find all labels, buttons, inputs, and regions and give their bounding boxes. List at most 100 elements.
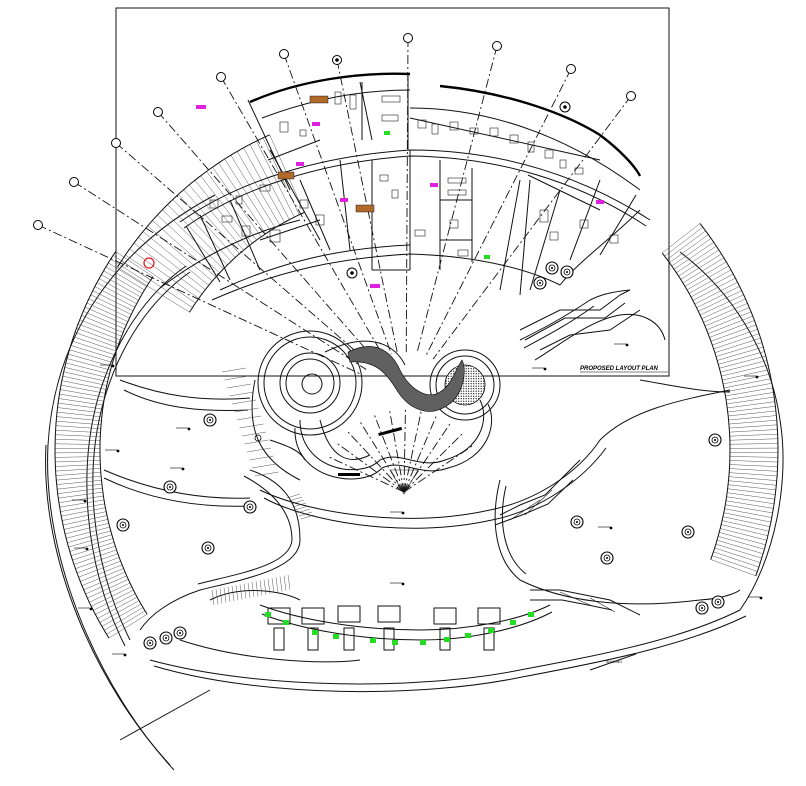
tree-symbol-icon [566,271,568,273]
central-plaza [251,330,501,481]
hatch-line [686,265,729,291]
green-marker [333,634,339,639]
green-marker [528,612,534,617]
kiosk [377,605,401,623]
compass-marker-icon [350,271,354,275]
stair-tread [298,511,313,517]
hatch-line [115,251,154,277]
hatch-line [62,375,107,386]
hatch-line [230,155,276,228]
hatch-line [55,460,101,463]
hatch-line [104,607,144,631]
green-marker [265,612,271,617]
hatch-line [55,439,101,441]
fixture [221,215,233,223]
fixture [447,189,467,196]
hatch-line [73,336,117,352]
stair-tread [211,589,215,606]
hatch-line [87,579,129,599]
hatch-line [224,158,271,231]
hatch-line [133,242,203,295]
left-seating-strip [54,251,154,639]
level-tag [83,499,87,503]
hatch-line [249,144,290,220]
fan-ray [373,412,405,493]
hatch-line [669,234,709,263]
hatch-line [56,480,102,485]
hatch-line [709,320,755,338]
hatch-line [719,532,766,545]
stair-tread [244,439,269,445]
green-marker [283,620,289,625]
fixture [379,174,389,182]
hatch-line [58,398,104,406]
stair-tread [236,415,262,421]
hatch-line [710,324,757,342]
grid-line [157,111,377,362]
stair-tread [251,463,277,469]
hatch-line [66,526,110,539]
hatch-line [142,231,209,286]
hatch-line [80,564,123,582]
hatch-line [56,416,102,422]
hatch-line [61,380,107,390]
hatch-line [157,214,220,274]
hatch-line [713,333,760,350]
fixture [417,119,427,129]
compass-marker-icon [335,58,339,62]
hatch-line [726,392,774,401]
stair-tread [247,582,251,598]
hatch-line [729,433,778,437]
hatch-line [59,393,104,402]
stair-tread [239,584,243,600]
hatch-line [62,515,108,526]
hatch-line [68,534,112,548]
hatch-line [715,342,763,357]
hatch-line [97,596,138,619]
kiosk [477,607,501,625]
stair-tread [219,588,223,604]
hatch-line [729,460,778,463]
right-seating-strip [661,223,779,577]
hatch-line [206,171,257,241]
grid-line [336,59,399,355]
plaza-stairs [211,367,315,606]
tree-symbol-icon [146,639,154,647]
room-fixtures [209,91,619,257]
hatch-line [688,269,732,294]
hatch-line [189,184,244,251]
tree-symbol-icon [166,483,174,491]
hatch-line [88,298,130,319]
stair-tread [215,589,219,605]
stair-tread [255,581,259,597]
hatch-line [105,266,145,291]
hatch-line [718,536,765,550]
hatch-line [728,410,776,417]
tree-symbol-icon [206,416,214,424]
top-left-hatched-fan [116,134,305,313]
tree-symbol-icon [122,524,124,526]
tree-symbol-icon [204,544,212,552]
grid-line [416,45,498,354]
grid-line [73,181,367,370]
hatch-line [138,237,206,290]
hatch-line [147,225,213,282]
level-tag [85,547,89,551]
drawing-title: PROPOSED LAYOUT PLAN [580,366,659,372]
green-marker [420,640,426,645]
hatch-line [727,492,775,500]
stair-tread [263,579,267,595]
hatch-line [725,387,773,397]
green-marker [392,640,398,645]
hatch-line [64,367,109,379]
hatch-line [62,511,107,521]
hatch-edge [661,252,731,560]
drawing-frame [115,7,670,377]
hatch-line [729,464,778,467]
level-tag [123,653,127,657]
magenta-furniture-mark [296,162,304,166]
tree-symbol-icon [551,267,553,269]
tree-symbol-icon [169,486,171,488]
fixture [414,229,426,237]
hatch-line [71,542,115,556]
